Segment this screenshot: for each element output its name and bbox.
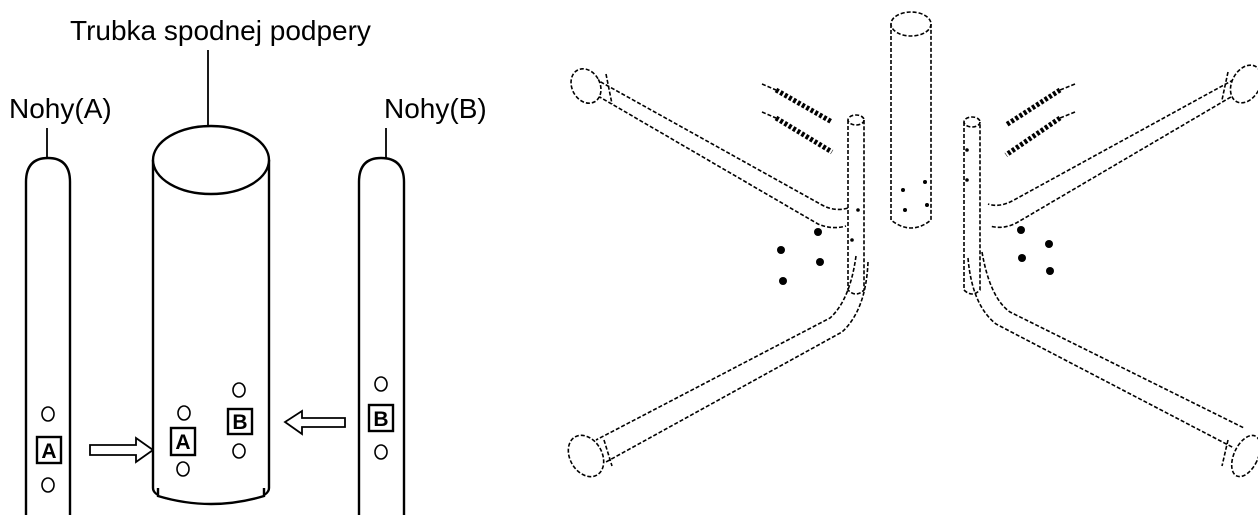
insert-arrow-a — [89, 436, 155, 464]
legs-b-label: Nohy(B) — [384, 93, 487, 124]
lower-support-tube: A B — [151, 124, 271, 506]
leg-b-hole-bottom — [374, 444, 388, 460]
leg-a-hole-top — [41, 406, 55, 422]
tube-hole-b-top — [232, 382, 246, 398]
tube-marker-b: B — [232, 411, 247, 434]
tube-marker-a: A — [175, 431, 190, 454]
lower-support-tube-label: Trubka spodnej podpery — [70, 15, 371, 46]
leg-b-hole-top — [374, 376, 388, 392]
leg-a-tube: A — [24, 156, 72, 515]
nuts — [777, 226, 1054, 285]
insert-arrow-b — [283, 409, 346, 436]
leg-a-marker: A — [41, 440, 56, 463]
detail-panel: Trubka spodnej podpery Nohy(A) Nohy(B) A — [9, 15, 487, 515]
tube-hole-a-top — [177, 405, 191, 421]
leg-a-hole-bottom — [41, 477, 55, 493]
leg-b-marker: B — [373, 408, 388, 431]
leg-lower-right — [967, 251, 1258, 478]
connector-left — [847, 114, 865, 295]
base-center-tube — [890, 11, 932, 229]
leg-upper-right — [987, 64, 1258, 229]
exploded-base-view — [567, 11, 1258, 478]
leg-a-marker-box — [35, 435, 63, 465]
tube-hole-b-bottom — [232, 443, 246, 459]
legs-a-label: Nohy(A) — [9, 93, 112, 124]
bolts-right — [1004, 83, 1076, 158]
bolts-left — [761, 83, 834, 155]
connector-right — [963, 116, 981, 295]
leg-upper-left — [570, 68, 849, 229]
leg-lower-left — [567, 255, 869, 478]
tube-marker-a-box — [169, 426, 197, 457]
leg-b-marker-box — [367, 403, 395, 433]
tube-hole-a-bottom — [176, 461, 190, 477]
leg-b-tube: B — [357, 156, 406, 515]
tube-marker-b-box — [226, 407, 254, 436]
